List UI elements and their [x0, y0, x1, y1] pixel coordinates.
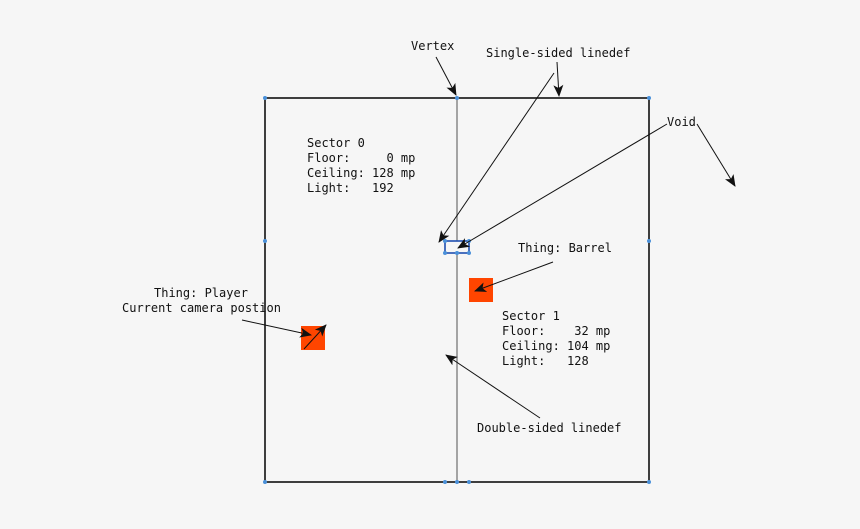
double-sided-pointer	[445, 354, 541, 419]
vertex-dot	[455, 251, 459, 255]
label-player: Thing: Player	[154, 286, 248, 300]
sector-1-light: Light: 128	[502, 354, 589, 368]
sector-1-ceiling: Ceiling: 104 mp	[502, 339, 610, 353]
label-double-sided-linedef: Double-sided linedef	[477, 421, 622, 435]
vertex-dot	[467, 480, 471, 484]
sector-0-info: Sector 0 Floor: 0 mp Ceiling: 128 mp Lig…	[307, 136, 415, 195]
barrel-pointer	[474, 261, 554, 292]
vertex-pointer	[435, 56, 457, 96]
single-sided-pointer-2	[438, 72, 555, 243]
vertex-dot	[263, 239, 267, 243]
vertex-dot	[443, 251, 447, 255]
label-barrel: Thing: Barrel	[518, 241, 612, 255]
sector-1-title: Sector 1	[502, 309, 560, 323]
label-camera: Current camera postion	[122, 301, 281, 315]
single-sided-pointer	[553, 61, 564, 97]
vertex-dot	[443, 239, 447, 243]
sector-0-title: Sector 0	[307, 136, 365, 150]
label-vertex: Vertex	[411, 39, 454, 53]
void-pointer-2	[696, 123, 736, 187]
player-pointer-2	[303, 324, 327, 350]
sector-0-ceiling: Ceiling: 128 mp	[307, 166, 415, 180]
sector-0-floor: Floor: 0 mp	[307, 151, 415, 165]
vertex-dot	[647, 96, 651, 100]
vertex-dot	[647, 239, 651, 243]
vertex-dot	[455, 96, 459, 100]
void-pointer	[457, 123, 668, 249]
vertex-dot	[263, 96, 267, 100]
vertex-dot	[455, 480, 459, 484]
sector-1-floor: Floor: 32 mp	[502, 324, 610, 338]
player-pointer	[241, 319, 312, 338]
label-single-sided-linedef: Single-sided linedef	[486, 46, 631, 60]
vertex-dot	[647, 480, 651, 484]
sector-1-info: Sector 1 Floor: 32 mp Ceiling: 104 mp Li…	[502, 309, 610, 368]
vertex-dot	[263, 480, 267, 484]
vertex-dot	[467, 251, 471, 255]
sector-0-light: Light: 192	[307, 181, 394, 195]
thing-barrel	[469, 278, 493, 302]
vertex-dot	[443, 480, 447, 484]
label-void: Void	[667, 115, 696, 129]
